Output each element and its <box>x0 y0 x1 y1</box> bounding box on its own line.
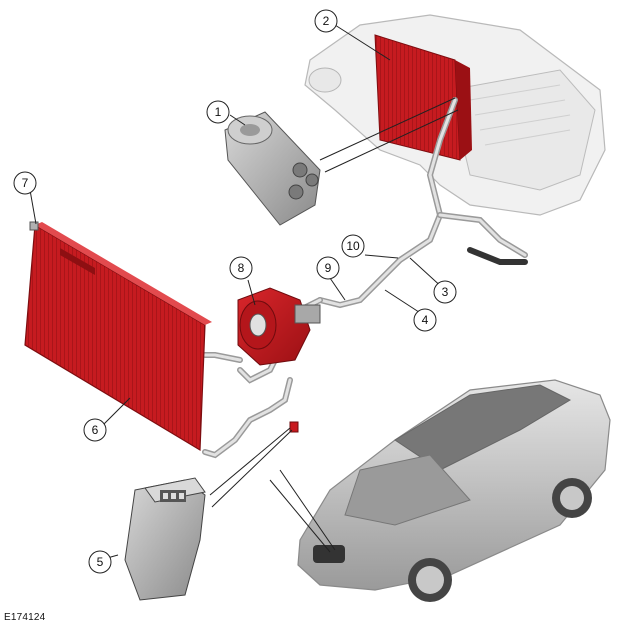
callout-circle <box>206 100 230 124</box>
evaporator <box>374 34 472 161</box>
callout-4: 4 <box>413 308 437 332</box>
callout-6: 6 <box>83 418 107 442</box>
callout-circle <box>13 171 37 195</box>
callout-10: 10 <box>341 234 365 258</box>
callout-label: 7 <box>22 176 29 190</box>
callout-9: 9 <box>316 256 340 280</box>
leader-lines <box>29 24 459 561</box>
callout-label: 5 <box>97 555 104 569</box>
figure-reference: E174124 <box>4 612 46 623</box>
callout-7: 7 <box>13 171 37 195</box>
condenser <box>24 221 212 452</box>
callout-circle <box>314 9 338 33</box>
callout-2: 2 <box>314 9 338 33</box>
callout-5: 5 <box>88 550 112 574</box>
callout-circle <box>83 418 107 442</box>
callout-1: 1 <box>206 100 230 124</box>
callout-label: 9 <box>325 261 332 275</box>
callout-circle <box>229 256 253 280</box>
callout-circle <box>316 256 340 280</box>
callout-circle <box>433 280 457 304</box>
callout-label: 2 <box>323 14 330 28</box>
callout-circle <box>341 234 365 258</box>
vehicle-illustration <box>297 379 611 602</box>
callout-label: 6 <box>92 423 99 437</box>
callout-label: 1 <box>215 105 222 119</box>
callout-label: 3 <box>442 285 449 299</box>
callout-label: 4 <box>422 313 429 327</box>
callout-label: 8 <box>238 261 245 275</box>
callout-8: 8 <box>229 256 253 280</box>
callout-circle <box>413 308 437 332</box>
callout-circle <box>88 550 112 574</box>
callout-label: 10 <box>346 239 360 253</box>
callout-3: 3 <box>433 280 457 304</box>
callouts: 1 2 34 5 6 7 8 9 10 <box>13 9 457 574</box>
pressure-sensor <box>124 421 299 601</box>
expansion-valve <box>224 111 321 226</box>
compressor <box>237 287 321 366</box>
